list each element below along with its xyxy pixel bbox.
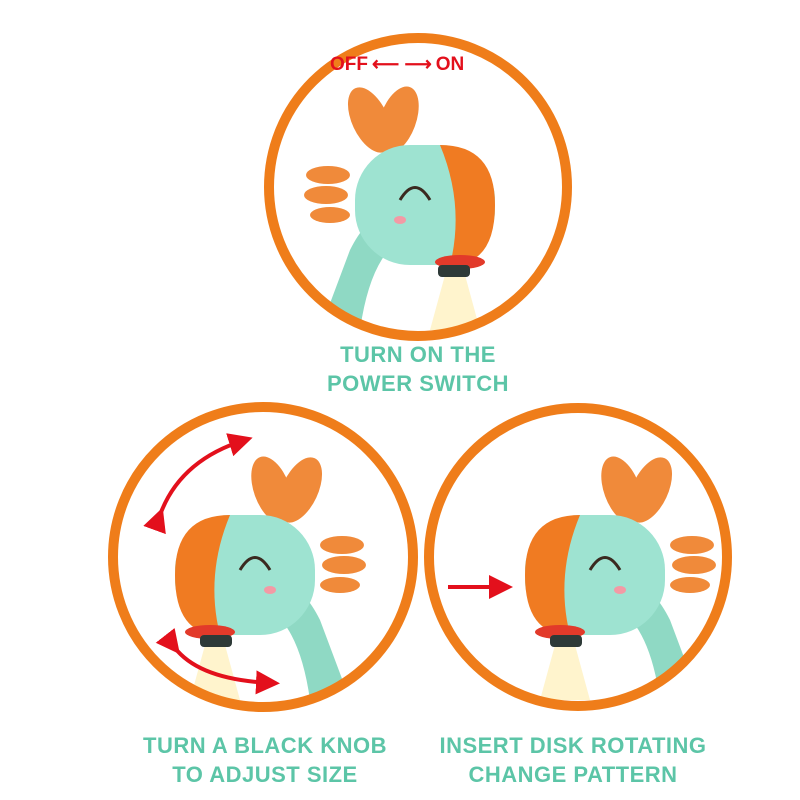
off-label: OFF	[330, 53, 368, 75]
rotate-arrow-icon	[143, 433, 253, 535]
step-3-caption: INSERT DISK ROTATING CHANGE PATTERN	[418, 731, 728, 789]
step-2-caption: TURN A BLACK KNOB TO ADJUST SIZE	[115, 731, 415, 789]
caption-line: POWER SWITCH	[327, 371, 509, 396]
caption-line: TO ADJUST SIZE	[172, 762, 358, 787]
step-3-circle	[424, 403, 732, 711]
step-1-circle	[264, 33, 572, 341]
double-arrow-icon: ⟵ ⟶	[372, 54, 432, 75]
rotate-arrow-icon	[155, 628, 280, 695]
step-1-caption: TURN ON THE POWER SWITCH	[268, 340, 568, 398]
on-label: ON	[435, 53, 465, 75]
caption-line: CHANGE PATTERN	[468, 762, 678, 787]
caption-line: INSERT DISK ROTATING	[439, 733, 707, 758]
step-2-circle	[108, 402, 418, 712]
caption-line: TURN ON THE	[340, 342, 496, 367]
caption-line: TURN A BLACK KNOB	[143, 733, 387, 758]
power-switch-label: OFF ⟵ ⟶ ON	[330, 53, 500, 76]
